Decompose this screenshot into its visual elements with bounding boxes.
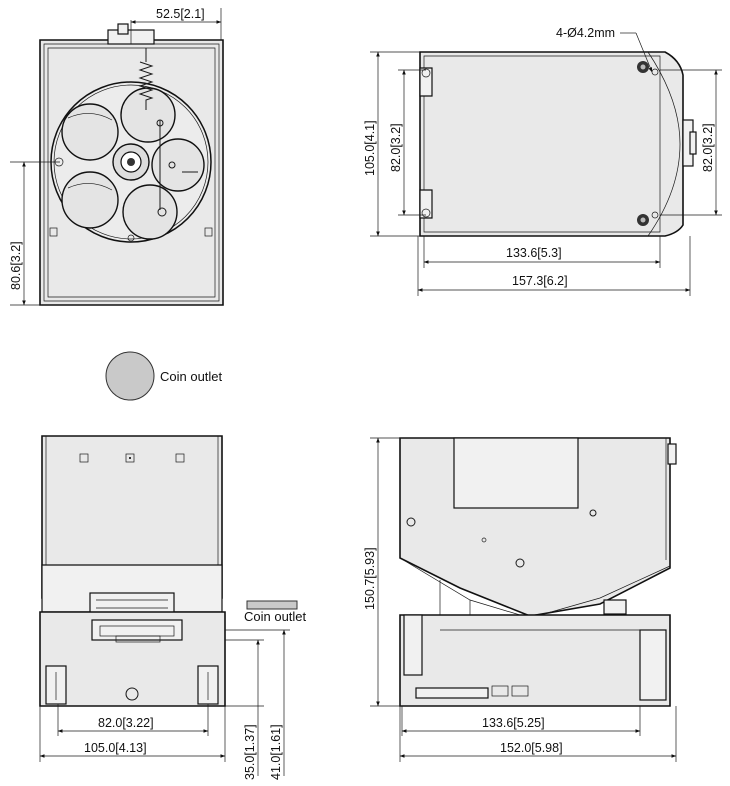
dim-top-left-width: 52.5[2.1] xyxy=(130,7,222,44)
dim-top-right-inner-width: 133.6[5.3] xyxy=(423,236,661,268)
coin-outlet-label: Coin outlet xyxy=(244,609,307,624)
dim-top-right-inner-left: 82.0[3.2] xyxy=(389,69,426,216)
dim-hole-callout: 4-Ø4.2mm xyxy=(556,26,653,73)
dim-bottom-left-height-a: 35.0[1.37] xyxy=(225,639,264,780)
dim-top-right-height: 105.0[4.1] xyxy=(363,51,420,237)
dim-label: 82.0[3.2] xyxy=(389,123,403,172)
dim-bottom-left-height-b: 41.0[1.61] xyxy=(225,629,290,780)
dim-top-left-height: 80.6[3.2] xyxy=(9,161,60,306)
dim-bottom-right-total-width: 152.0[5.98] xyxy=(399,706,677,762)
view-top-left xyxy=(39,23,224,306)
dim-label: 105.0[4.13] xyxy=(84,741,147,755)
dim-label: 150.7[5.93] xyxy=(363,547,377,610)
view-top-right xyxy=(419,51,697,237)
dim-label: 41.0[1.61] xyxy=(269,724,283,780)
dim-top-right-inner-right: 82.0[3.2] xyxy=(660,69,722,216)
coin-outlet-round-icon xyxy=(105,351,155,401)
top-right-body xyxy=(419,51,684,237)
dim-bottom-left-inner-width: 82.0[3.22] xyxy=(57,704,209,736)
dim-label: 133.6[5.3] xyxy=(506,246,562,260)
dim-bottom-right-height: 150.7[5.93] xyxy=(363,437,402,707)
coin-outlet-rect-icon xyxy=(246,600,298,610)
side-base xyxy=(399,614,671,707)
coin-outlet-label: Coin outlet xyxy=(160,369,223,384)
legend-coin-outlet-rect: Coin outlet xyxy=(244,600,307,624)
dim-label: 105.0[4.1] xyxy=(363,120,377,176)
dim-label: 152.0[5.98] xyxy=(500,741,563,755)
dim-label: 80.6[3.2] xyxy=(9,241,23,290)
hole-label: 4-Ø4.2mm xyxy=(556,26,615,40)
dim-label: 52.5[2.1] xyxy=(156,7,205,21)
dim-label: 82.0[3.22] xyxy=(98,716,154,730)
view-bottom-right xyxy=(399,437,677,707)
dim-label: 157.3[6.2] xyxy=(512,274,568,288)
view-bottom-left xyxy=(39,435,226,707)
dim-label: 82.0[3.2] xyxy=(701,123,715,172)
dim-top-right-total-width: 157.3[6.2] xyxy=(417,236,691,296)
dim-bottom-right-inner-width: 133.6[5.25] xyxy=(401,706,641,736)
dim-label: 35.0[1.37] xyxy=(243,724,257,780)
dim-bottom-left-total-width: 105.0[4.13] xyxy=(39,706,226,762)
legend-coin-outlet-round: Coin outlet xyxy=(105,351,223,401)
dim-label: 133.6[5.25] xyxy=(482,716,545,730)
